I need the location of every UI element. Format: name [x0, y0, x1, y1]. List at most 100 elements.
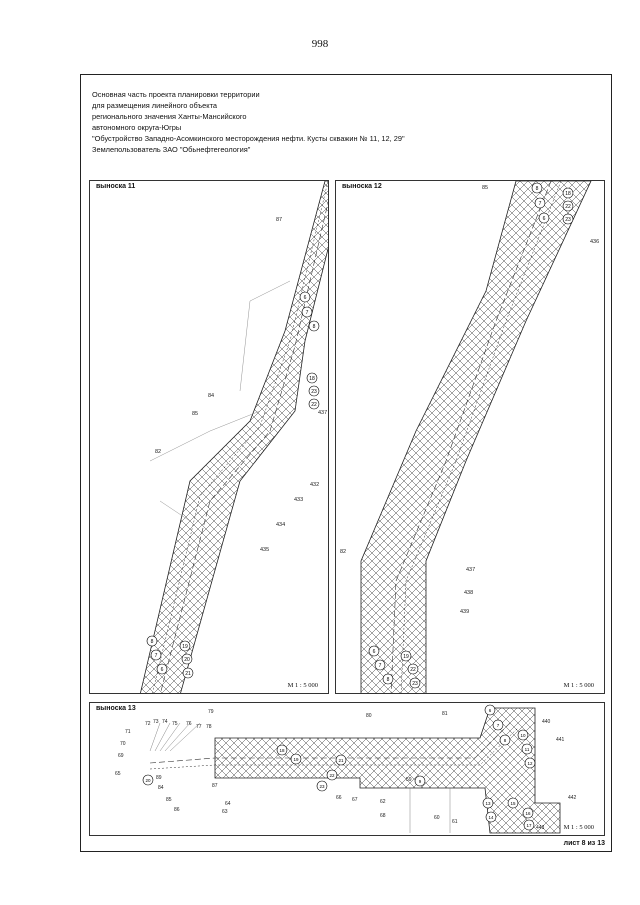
control-points-13: 20 18 19 21 22 23 9 6 7 8 10 11 12 13 14…: [142, 704, 536, 831]
callout-56: 62: [380, 799, 386, 805]
title-block: Основная часть проекта планировки террит…: [92, 89, 405, 155]
callout-87: 87: [276, 217, 282, 223]
callout-77: 77: [196, 724, 202, 730]
callout-53: 59: [406, 777, 412, 783]
svg-text:23: 23: [412, 681, 418, 687]
callout-55: 61: [452, 819, 458, 825]
svg-text:14: 14: [488, 815, 494, 820]
svg-text:19: 19: [182, 644, 188, 650]
callout-437: 437: [466, 567, 475, 573]
svg-text:7: 7: [379, 663, 382, 669]
title-line-3: регионального значения Ханты-Мансийского: [92, 112, 247, 121]
callout-442: 442: [568, 795, 577, 801]
svg-text:8: 8: [387, 677, 390, 683]
svg-text:6: 6: [543, 216, 546, 222]
callout-436: 436: [590, 239, 599, 245]
svg-text:22: 22: [410, 667, 416, 673]
svg-text:16: 16: [525, 811, 531, 816]
callout-61: 64: [225, 801, 231, 807]
panel-11-title: выноска 11: [94, 183, 138, 190]
svg-text:18: 18: [279, 748, 285, 753]
callout-434: 434: [276, 522, 285, 528]
callout-69: 69: [118, 753, 124, 759]
svg-text:23: 23: [319, 784, 325, 789]
callout-438: 438: [464, 590, 473, 596]
callout-435: 435: [260, 547, 269, 553]
callout-85: 85: [192, 411, 198, 417]
map-vynoska-11: 87 84 85 82 437 432 433 434 435 6 7 8 18…: [140, 181, 328, 693]
callout-labels-13: 72 73 74 75 76 77 78 79 71 70 69 65 89 8…: [115, 709, 577, 831]
callout-433: 433: [294, 497, 303, 503]
svg-text:8: 8: [313, 324, 316, 330]
callout-82: 82: [340, 549, 346, 555]
map-vynoska-13: 72 73 74 75 76 77 78 79 71 70 69 65 89 8…: [115, 704, 577, 834]
callout-80: 80: [366, 713, 372, 719]
callout-57: 68: [380, 813, 386, 819]
callout-64: 85: [166, 797, 172, 803]
panel-vynoska-11: 87 84 85 82 437 432 433 434 435 6 7 8 18…: [89, 180, 329, 694]
callout-79: 79: [208, 709, 214, 715]
panel-vynoska-13: 72 73 74 75 76 77 78 79 71 70 69 65 89 8…: [89, 702, 605, 836]
title-line-6: Землепользователь ЗАО "Обьнефтегеология": [92, 145, 251, 154]
svg-text:18: 18: [309, 376, 315, 382]
title-line-2: для размещения линейного объекта: [92, 101, 217, 110]
callout-432: 432: [310, 482, 319, 488]
svg-text:6: 6: [489, 708, 492, 713]
callout-58: 67: [352, 797, 358, 803]
callout-82: 82: [155, 449, 161, 455]
callout-59: 66: [336, 795, 342, 801]
svg-text:13: 13: [485, 801, 491, 806]
svg-text:23: 23: [565, 217, 571, 223]
callout-437: 437: [318, 410, 327, 416]
svg-text:11: 11: [525, 747, 530, 752]
svg-text:19: 19: [403, 654, 409, 660]
svg-text:6: 6: [373, 649, 376, 655]
callout-60: 65: [115, 771, 121, 777]
svg-text:15: 15: [510, 801, 516, 806]
svg-text:17: 17: [526, 823, 532, 828]
svg-text:8: 8: [504, 738, 507, 743]
svg-text:21: 21: [185, 671, 191, 677]
svg-text:21: 21: [338, 758, 344, 763]
svg-text:22: 22: [311, 402, 317, 408]
panel-12-title: выноска 12: [340, 183, 384, 190]
callout-labels-12: 85 436 82 437 438 439: [340, 185, 599, 615]
callout-78: 78: [206, 724, 212, 730]
callout-74: 74: [162, 719, 168, 725]
svg-text:22: 22: [565, 204, 571, 210]
callout-63: 84: [158, 785, 164, 791]
callout-66: 87: [212, 783, 218, 789]
svg-text:7: 7: [306, 310, 309, 316]
callout-441: 441: [556, 737, 565, 743]
svg-text:18: 18: [565, 191, 571, 197]
title-line-4: автономного округа-Югры: [92, 123, 182, 132]
callout-76: 76: [186, 721, 192, 727]
svg-text:7: 7: [497, 723, 500, 728]
callout-71: 71: [125, 729, 131, 735]
svg-text:23: 23: [311, 389, 317, 395]
callout-84: 84: [208, 393, 214, 399]
control-points-11: 6 7 8 18 23 22 8 7 6 19 20 21: [146, 291, 320, 679]
svg-text:20: 20: [145, 778, 151, 783]
svg-text:8: 8: [536, 186, 539, 192]
svg-text:7: 7: [155, 653, 158, 659]
title-line-5: "Обустройство Западно-Асомкинского место…: [92, 134, 405, 143]
title-line-1: Основная часть проекта планировки террит…: [92, 90, 260, 99]
svg-text:7: 7: [539, 201, 542, 207]
callout-70: 70: [120, 741, 126, 747]
svg-text:20: 20: [184, 657, 190, 663]
callout-62: 63: [222, 809, 228, 815]
svg-text:6: 6: [304, 295, 307, 301]
svg-text:8: 8: [151, 639, 154, 645]
callout-67: 89: [156, 775, 162, 781]
callout-81: 81: [442, 711, 448, 717]
svg-text:10: 10: [520, 733, 526, 738]
sheet-number: лист 8 из 13: [563, 840, 605, 847]
panel-11-scale: М 1 : 5 000: [287, 682, 318, 689]
callout-labels-11: 87 84 85 82 437 432 433 434 435: [155, 217, 327, 553]
panel-13-title: выноска 13: [94, 705, 138, 712]
panel-12-scale: М 1 : 5 000: [563, 682, 594, 689]
callout-443: 443: [536, 825, 545, 831]
panel-13-scale: М 1 : 5 000: [563, 824, 594, 831]
svg-text:9: 9: [419, 779, 422, 784]
